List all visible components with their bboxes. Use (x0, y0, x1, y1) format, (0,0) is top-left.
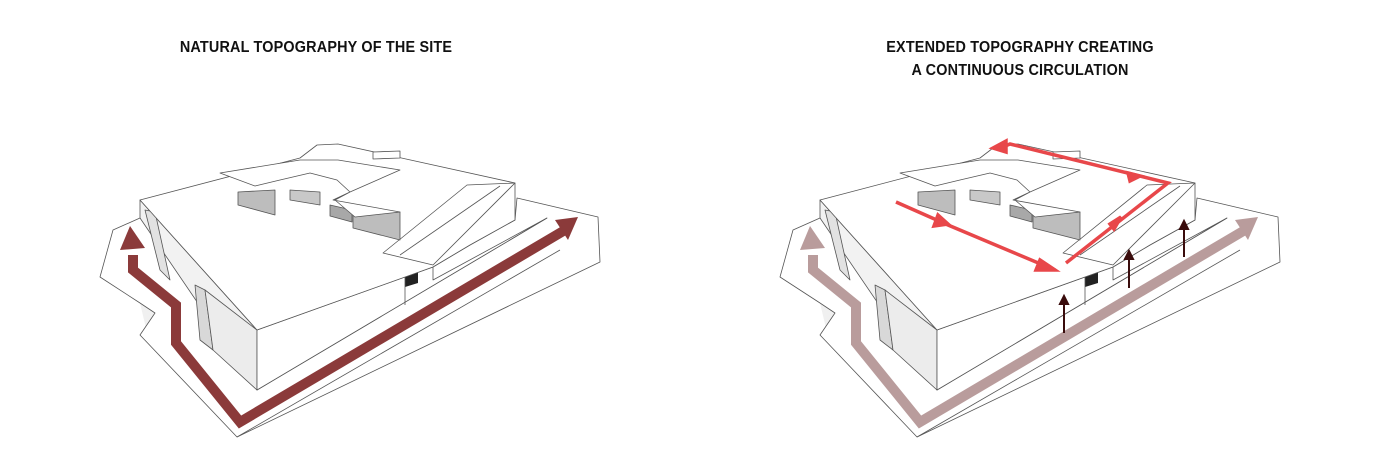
vertical-link-arrows (1058, 218, 1190, 333)
ground-circulation-arrow (800, 217, 1258, 429)
title-line: A CONTINUOUS CIRCULATION (911, 62, 1129, 79)
site-model-extended (779, 143, 1281, 438)
title-line: NATURAL TOPOGRAPHY OF THE SITE (179, 39, 453, 56)
title-line: EXTENDED TOPOGRAPHY CREATING (886, 39, 1154, 56)
site-model-natural (99, 143, 601, 438)
panel-title-extended: EXTENDED TOPOGRAPHY CREATING A CONTINUOU… (840, 36, 1200, 82)
panel-title-natural: NATURAL TOPOGRAPHY OF THE SITE (136, 36, 496, 59)
natural-circulation-arrow (120, 217, 578, 429)
roof-circulation-arrows (895, 138, 1172, 272)
